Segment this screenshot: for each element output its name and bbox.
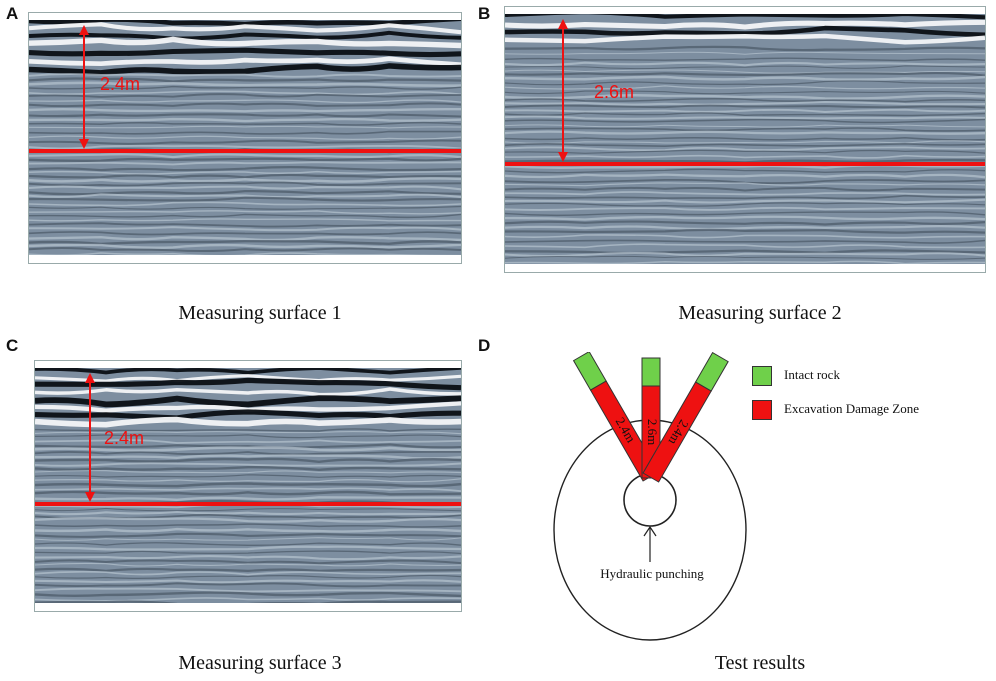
radargram-surface-3 bbox=[34, 360, 462, 612]
hole-label: Hydraulic punching bbox=[600, 566, 704, 581]
radargram-surface-1-image bbox=[29, 13, 461, 263]
depth-label-surface-2: 2.6m bbox=[594, 82, 635, 102]
panel-letter-a: A bbox=[6, 4, 19, 23]
damage-zone-segment-right bbox=[642, 381, 712, 483]
legend-swatch-damage-zone bbox=[752, 400, 772, 420]
intact-rock-segment-center bbox=[641, 357, 661, 387]
radargram-surface-3-image bbox=[35, 361, 461, 611]
hole-pointer-arrowhead bbox=[643, 525, 657, 537]
depth-label-surface-3: 2.4m bbox=[104, 428, 145, 448]
borehole-circle bbox=[623, 473, 677, 527]
bar-label-center: 2.6m bbox=[645, 419, 660, 445]
panel-letter-b: B bbox=[478, 4, 491, 23]
legend-swatch-intact-rock bbox=[752, 366, 772, 386]
panel-letter-d: D bbox=[478, 336, 491, 355]
caption-surface-1: Measuring surface 1 bbox=[178, 302, 342, 324]
test-results-diagram: 2.4m 2.6m 2.4m Hydraulic punching bbox=[553, 352, 747, 641]
panel-letter-c: C bbox=[6, 336, 19, 355]
caption-surface-2: Measuring surface 2 bbox=[678, 302, 842, 324]
caption-surface-3: Measuring surface 3 bbox=[178, 652, 342, 674]
radargram-surface-2-image bbox=[505, 7, 985, 272]
legend-label-intact-rock: Intact rock bbox=[784, 367, 840, 382]
radargram-surface-2 bbox=[504, 6, 986, 273]
legend-label-damage-zone: Excavation Damage Zone bbox=[784, 401, 919, 416]
caption-test-results: Test results bbox=[714, 652, 806, 674]
depth-label-surface-1: 2.4m bbox=[100, 74, 141, 94]
radargram-surface-1 bbox=[28, 12, 462, 264]
